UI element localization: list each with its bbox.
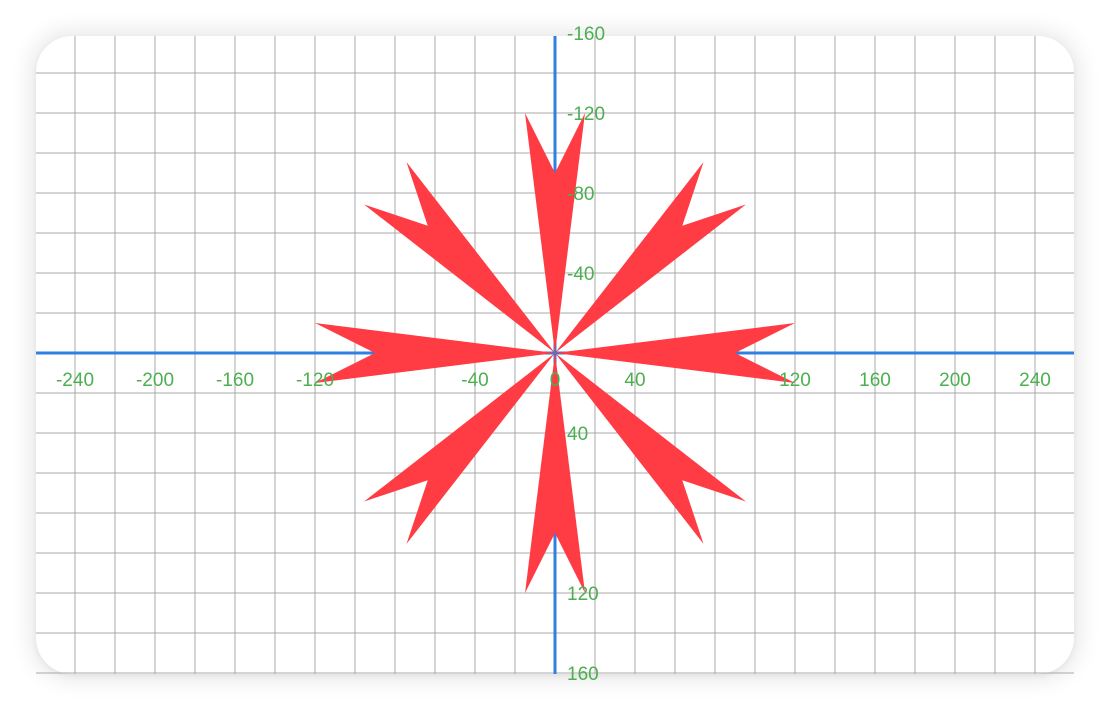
x-tick-label: 0 xyxy=(550,370,561,391)
tick-labels: -240 -200 -160 -120 -40 0 40 120 160 200 240 -160 -1… xyxy=(56,24,1051,685)
y-tick-label: 40 xyxy=(567,424,588,445)
arrow-petal xyxy=(555,162,746,353)
y-tick-label: -120 xyxy=(567,104,605,125)
coordinate-plot: -240 -200 -160 -120 -40 0 40 120 160 200 240 -160 -1… xyxy=(36,24,1074,685)
arrow-petal xyxy=(364,162,555,353)
x-tick-label: -240 xyxy=(56,370,94,391)
x-tick-label: 160 xyxy=(859,370,891,391)
y-tick-label: 160 xyxy=(567,664,599,685)
y-tick-label: -160 xyxy=(567,24,605,45)
x-tick-label: 40 xyxy=(624,370,645,391)
arrow-petal xyxy=(555,353,746,544)
x-tick-label: -120 xyxy=(296,370,334,391)
y-tick-label: -40 xyxy=(567,264,594,285)
arrow-petal xyxy=(525,353,585,593)
canvas-card: -240 -200 -160 -120 -40 0 40 120 160 200 240 -160 -1… xyxy=(36,24,1074,685)
star-shape xyxy=(315,113,795,593)
x-tick-label: 240 xyxy=(1019,370,1051,391)
y-tick-label: -80 xyxy=(567,184,594,205)
x-tick-label: -40 xyxy=(461,370,488,391)
arrow-petal xyxy=(364,353,555,544)
arrow-petal xyxy=(315,323,555,383)
x-tick-label: -160 xyxy=(216,370,254,391)
x-tick-label: 120 xyxy=(779,370,811,391)
arrow-petal xyxy=(525,113,585,353)
arrow-petal xyxy=(555,323,795,383)
x-tick-label: 200 xyxy=(939,370,971,391)
x-tick-label: -200 xyxy=(136,370,174,391)
y-tick-label: 120 xyxy=(567,584,599,605)
